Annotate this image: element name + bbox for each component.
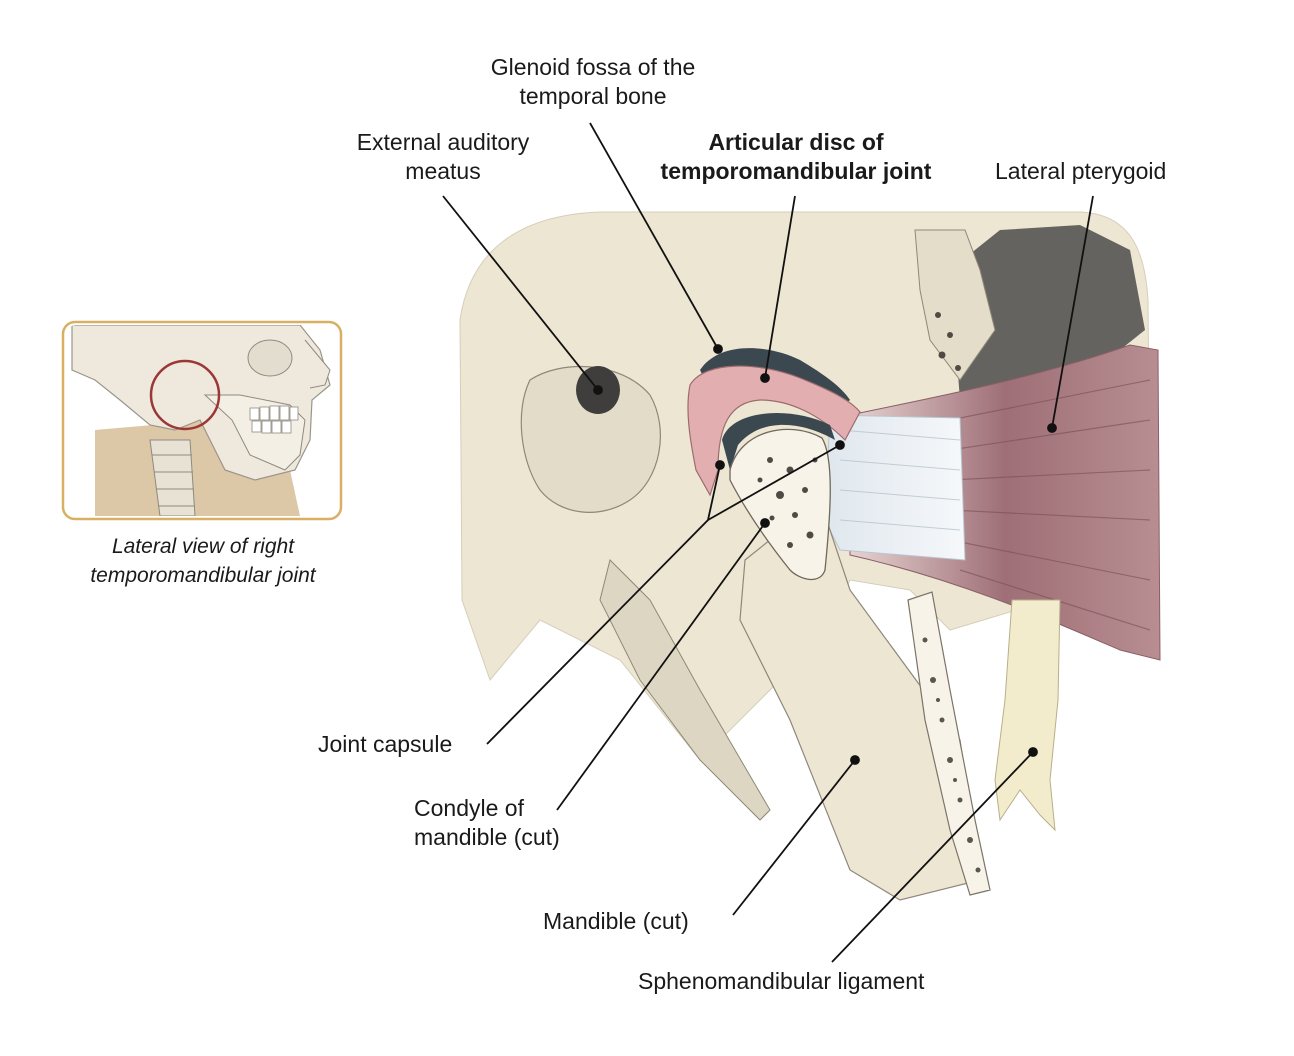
inset-spine [149, 439, 196, 516]
inset-teeth [249, 405, 299, 434]
inset-nose [304, 339, 331, 389]
label-external-auditory-meatus: External auditory meatus [356, 129, 530, 184]
leader-meatus-dot [593, 385, 603, 395]
condyle-of-mandible [729, 428, 831, 581]
leader-disc [764, 195, 796, 379]
leader-glenoid-dot [713, 344, 723, 354]
leader-lines [442, 122, 1094, 963]
inset-neck [95, 420, 300, 516]
label-condyle: Condyle of mandible (cut) [414, 795, 560, 850]
label-sphenomandibular: Sphenomandibular ligament [638, 968, 925, 994]
leader-pterygoid-dot [1047, 423, 1057, 433]
inset-highlight-circle [149, 359, 221, 431]
label-mandible: Mandible (cut) [543, 908, 689, 934]
leader-meatus [442, 195, 599, 391]
label-lateral-pterygoid: Lateral pterygoid [995, 158, 1167, 184]
leader-mandible-dot [850, 755, 860, 765]
inset-orbit [247, 339, 293, 377]
glenoid-fossa-cartilage [700, 348, 850, 408]
styloid-process [599, 559, 771, 821]
main-illustration [459, 211, 1161, 901]
leader-disc-dot [760, 373, 770, 383]
leader-glenoid [589, 122, 719, 350]
leader-capsule-branch [707, 444, 841, 521]
inset-caption: Lateral view of right temporomandibular … [90, 535, 316, 587]
label-joint-capsule: Joint capsule [318, 731, 453, 757]
leader-pterygoid [1051, 195, 1094, 429]
pterygoid-plate [914, 229, 996, 381]
label-glenoid-fossa: Glenoid fossa of the temporal bone [490, 54, 696, 109]
inset-thumbnail [61, 320, 343, 521]
sphenomandibular-ligament [994, 599, 1061, 832]
condyle-cartilage [722, 413, 835, 470]
leader-capsule-dot-b [835, 440, 845, 450]
leader-condyle [556, 522, 766, 811]
articular-disc [687, 365, 861, 497]
mastoid-region [520, 365, 661, 513]
label-articular-disc: Articular disc of temporomandibular join… [660, 129, 932, 184]
leader-mandible [732, 759, 856, 916]
leader-capsule-dot-a [715, 460, 725, 470]
leader-condyle-dot [760, 518, 770, 528]
leader-sphenomandibular-dot [1028, 747, 1038, 757]
leader-sphenomandibular [831, 751, 1034, 963]
